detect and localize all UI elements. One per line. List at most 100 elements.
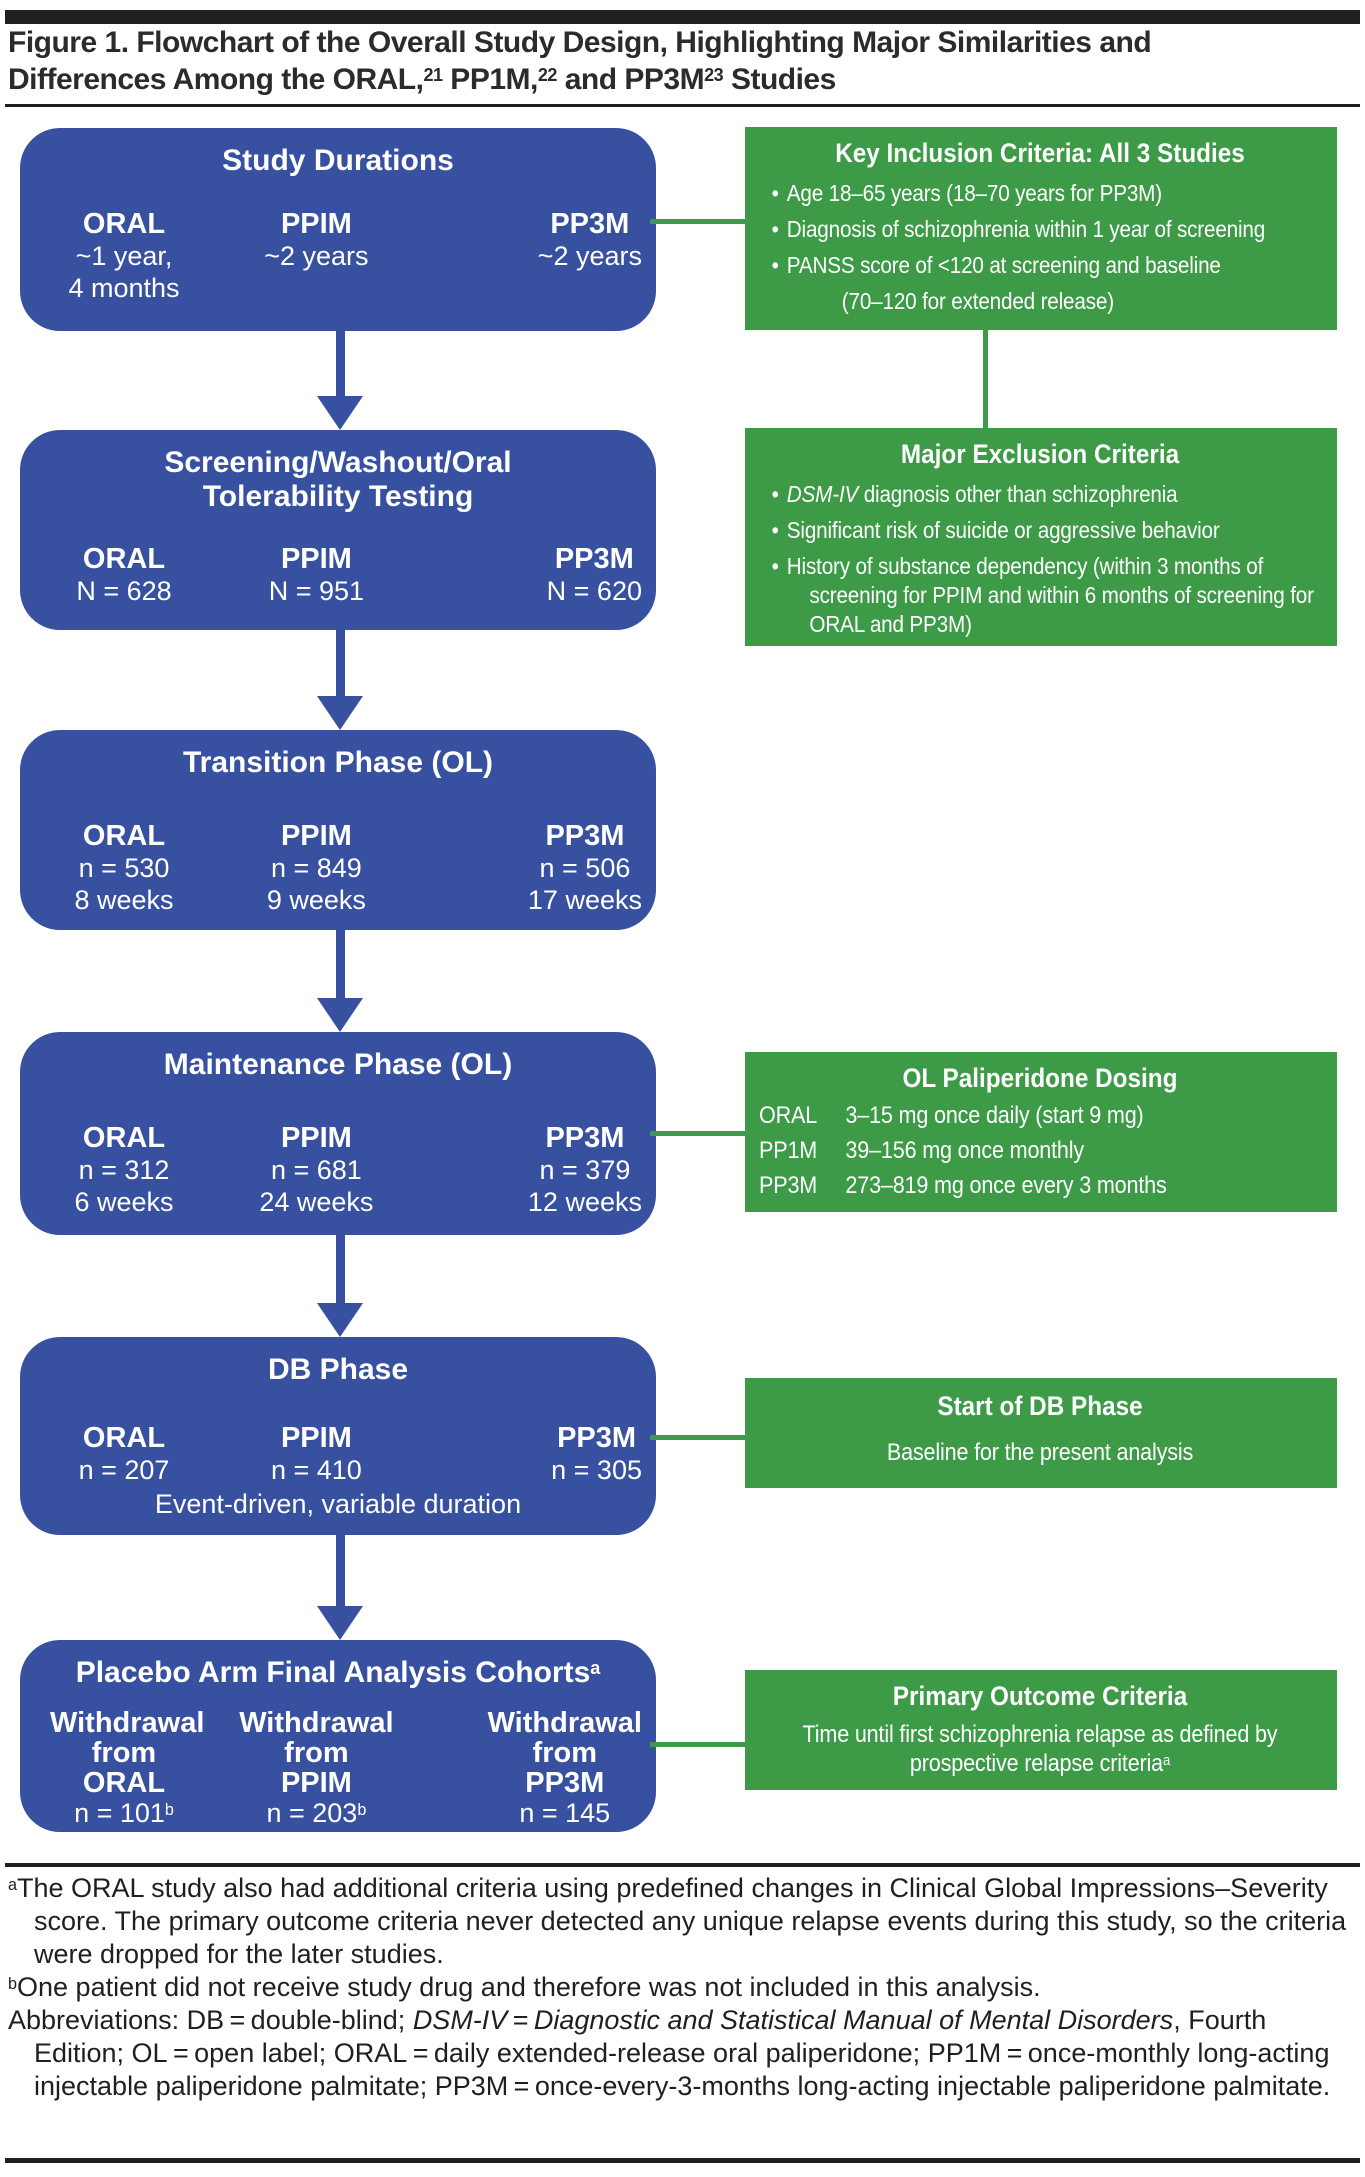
box-columns: ORAL n = 312 6 weeks PPIM n = 681 24 wee… [50,1122,642,1218]
figure-title: Figure 1. Flowchart of the Overall Study… [8,24,1360,98]
flow-arrow-shaft [336,1535,345,1606]
bullet-icon: • [771,481,779,507]
connector-line [650,1131,745,1136]
criteria-heading: Start of DB Phase [937,1391,1143,1421]
connector-line [650,219,745,224]
criteria-bullet: •Significant risk of suicide or aggressi… [771,517,1220,543]
oral-column: ORAL n = 207 [78,1422,170,1485]
criteria-bullet: •PANSS score of <120 at screening and ba… [771,252,1221,278]
footnote-rule-thin [5,1863,1360,1867]
ppim-column: PPIM ~2 years [264,208,369,271]
pp3m-column: PP3M n = 305 [551,1422,642,1485]
criteria-bullet: •History of substance dependency (within… [771,553,1314,637]
top-rule-thick [5,10,1360,24]
box-columns: ORAL N = 628 PPIM N = 951 PP3M N = 620 [50,543,642,607]
figure-title-line2: Differences Among the ORAL,21 PP1M,22 an… [8,61,1360,98]
footnote-a: aThe ORAL study also had additional crit… [8,1873,1347,1969]
pp3m-column: PP3M n = 379 12 weeks [527,1122,642,1217]
box-heading: DB Phase [267,1353,409,1386]
box-heading: Maintenance Phase (OL) [163,1048,513,1081]
criteria-heading: Primary Outcome Criteria [892,1681,1188,1711]
bullet-icon: • [771,252,779,278]
flow-arrow-head-icon [317,998,363,1032]
oral-column: ORAL n = 530 8 weeks [74,820,174,915]
bullet-icon: • [771,180,779,206]
placebo-cohorts-box: Placebo Arm Final Analysis Cohortsa With… [20,1640,656,1832]
connector-line [650,1435,745,1440]
bullet-icon: • [771,553,779,579]
box-heading: Screening/Washout/Oral Tolerability Test… [164,446,512,513]
ppim-column: PPIM n = 849 9 weeks [266,820,366,915]
outcome-criteria-box: Primary Outcome Criteria Time until firs… [745,1670,1337,1790]
bullet-icon: • [771,517,779,543]
flow-arrow-head-icon [317,396,363,430]
criteria-heading: Key Inclusion Criteria: All 3 Studies [835,138,1245,168]
title-text: Differences Among the ORAL, [8,63,424,96]
box-columns: ORAL ~1 year, 4 months PPIM ~2 years PP3… [50,208,642,304]
criteria-bullet: •DSM-IV diagnosis other than schizophren… [771,481,1178,507]
pp3m-column: Withdrawal from PP3M n = 145 [487,1707,642,1828]
title-rule-thin [5,104,1360,107]
ppim-column: Withdrawal from PPIM n = 203b [239,1707,394,1828]
footnote-marker: b [8,1974,18,1993]
pp3m-column: PP3M N = 620 [546,543,642,606]
oral-column: Withdrawal from ORAL n = 101b [50,1707,205,1828]
ppim-column: PPIM N = 951 [268,543,365,606]
db-phase-box: DB Phase ORAL n = 207 PPIM n = 410 PP3M … [20,1337,656,1535]
outcome-text: Time until first schizophrenia relapse a… [802,1721,1278,1777]
maintenance-phase-box: Maintenance Phase (OL) ORAL n = 312 6 we… [20,1032,656,1235]
reference-superscript: 22 [537,64,558,85]
reference-superscript: 23 [704,64,724,85]
flow-arrow-head-icon [317,696,363,730]
title-text: PP1M, [442,63,538,96]
box-columns: Withdrawal from ORAL n = 101b Withdrawal… [50,1708,642,1828]
connector-line [650,1742,745,1747]
box-columns: ORAL n = 207 PPIM n = 410 PP3M n = 305 [50,1422,642,1486]
footnote-marker: a [590,1657,601,1678]
oral-column: ORAL n = 312 6 weeks [74,1122,174,1217]
connector-line-vertical [983,328,988,430]
footnote-b: bOne patient did not receive study drug … [8,1972,1041,2002]
box-heading: Study Durations [222,144,454,177]
ppim-column: PPIM n = 681 24 weeks [259,1122,374,1217]
criteria-bullet-continuation: (70–120 for extended release) [841,288,1114,314]
db-start-box: Start of DB Phase Baseline for the prese… [745,1378,1337,1488]
footnotes: aThe ORAL study also had additional crit… [8,1872,1358,2103]
footnote-marker: a [8,1875,18,1894]
footnote-marker: a [1163,1752,1171,1769]
abbreviations-note: Abbreviations: DB = double-blind; DSM-IV… [8,2005,1331,2101]
figure-title-line1: Figure 1. Flowchart of the Overall Study… [8,26,1152,59]
inclusion-criteria-box: Key Inclusion Criteria: All 3 Studies •A… [745,127,1337,330]
title-text: Studies [723,63,836,96]
pp3m-column: PP3M n = 506 17 weeks [527,820,642,915]
box-footer-note: Event-driven, variable duration [154,1489,522,1519]
criteria-bullet: •Diagnosis of schizophrenia within 1 yea… [771,216,1266,242]
oral-column: ORAL N = 628 [76,543,172,606]
criteria-bullet: •Age 18–65 years (18–70 years for PP3M) [771,180,1163,206]
exclusion-criteria-box: Major Exclusion Criteria •DSM-IV diagnos… [745,428,1337,646]
bottom-rule-thick [5,2158,1360,2163]
bullet-icon: • [771,216,779,242]
flow-arrow-head-icon [317,1606,363,1640]
box-columns: ORAL n = 530 8 weeks PPIM n = 849 9 week… [50,820,642,916]
pp3m-column: PP3M ~2 years [537,208,642,271]
footnote-marker: b [357,1800,367,1819]
box-heading: Transition Phase (OL) [182,746,494,779]
footnote-marker: b [164,1800,174,1819]
oral-column: ORAL ~1 year, 4 months [68,208,180,303]
reference-superscript: 21 [423,64,443,85]
flow-arrow-shaft [336,630,345,696]
box-heading: Placebo Arm Final Analysis Cohortsa [75,1656,601,1689]
flow-arrow-head-icon [317,1303,363,1337]
title-text: and PP3M [556,63,705,96]
study-durations-box: Study Durations ORAL ~1 year, 4 months P… [20,128,656,331]
flow-arrow-shaft [336,1235,345,1303]
criteria-heading: Major Exclusion Criteria [900,439,1180,469]
flow-arrow-shaft [336,330,345,396]
transition-phase-box: Transition Phase (OL) ORAL n = 530 8 wee… [20,730,656,930]
